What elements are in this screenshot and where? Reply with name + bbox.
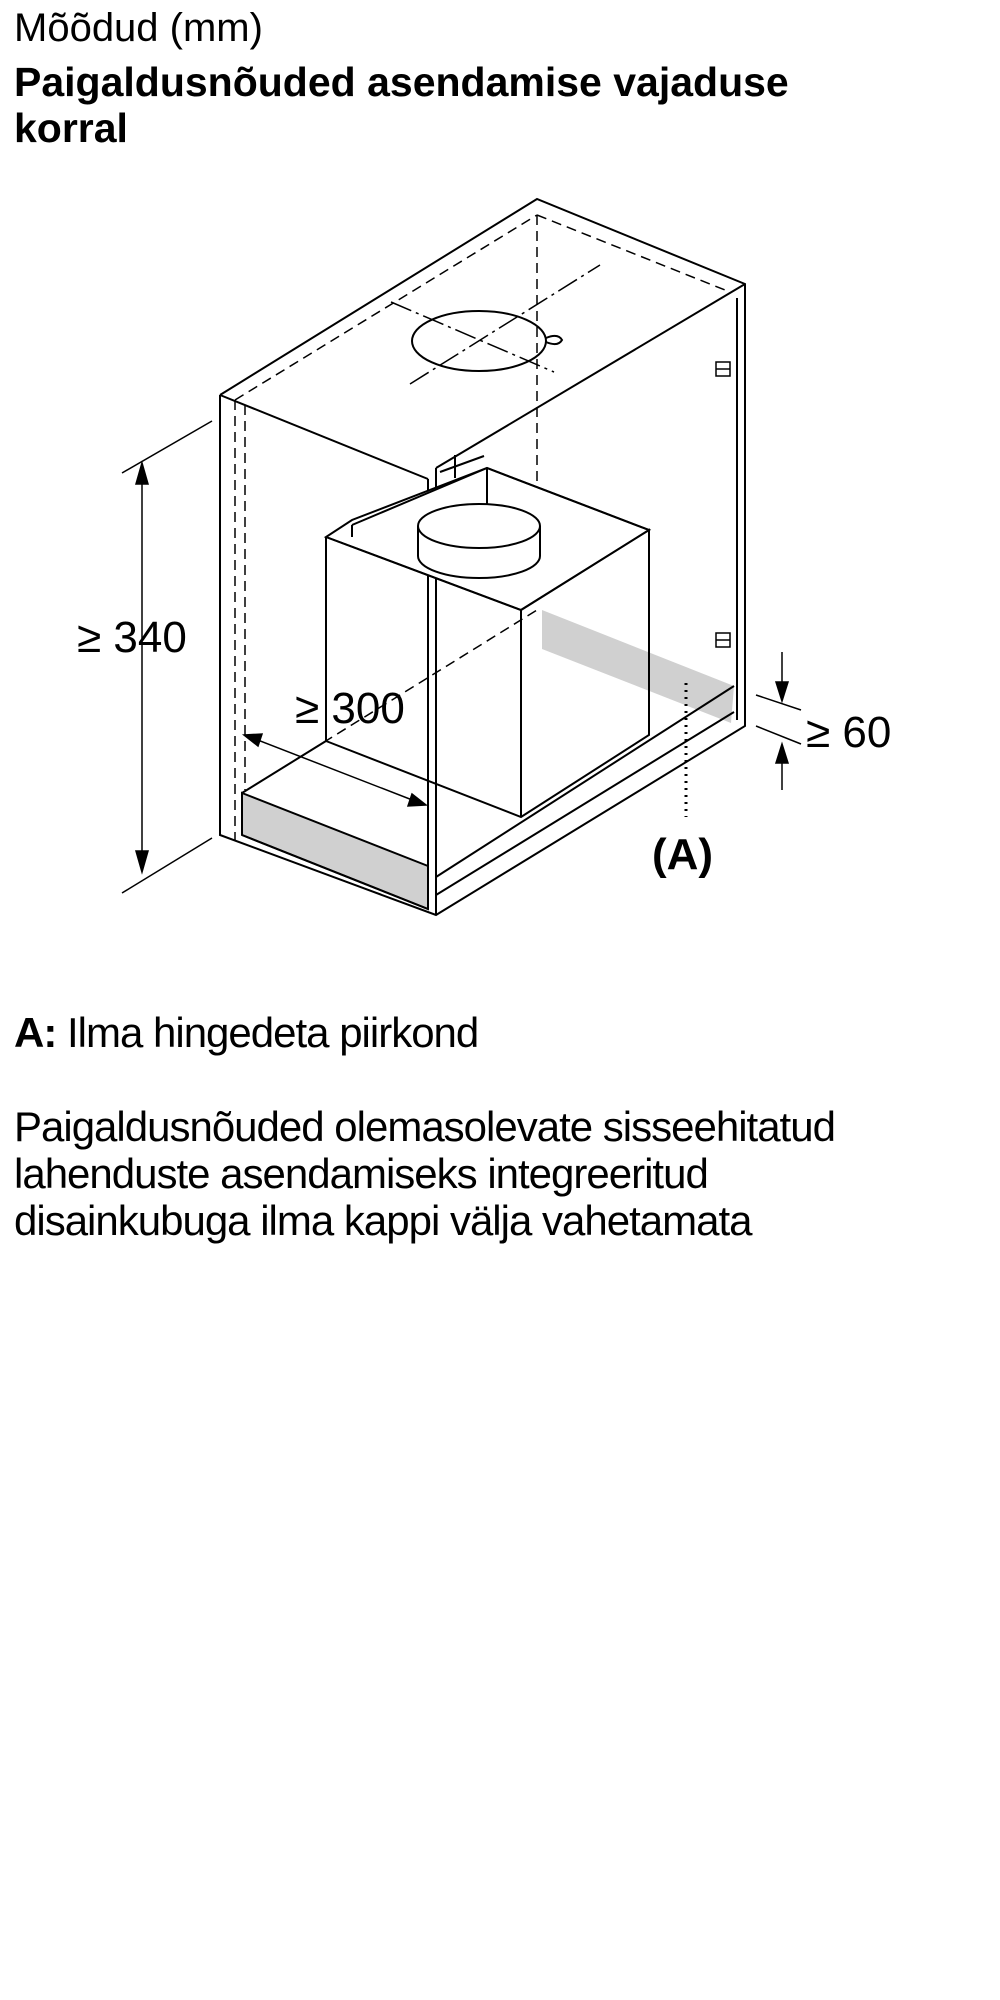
dimension-gap-label: ≥ 60	[806, 708, 891, 757]
page-title-line-1: Paigaldusnõuded asendamise vajaduse	[14, 59, 789, 105]
description-line: lahenduste asendamiseks integreeritud	[14, 1150, 709, 1197]
arrow-up-icon	[135, 460, 149, 485]
arrow-down-icon	[774, 681, 790, 704]
legend: A: Ilma hingedeta piirkond	[14, 1009, 479, 1056]
marker-a-label: (A)	[652, 830, 713, 879]
arrow-up-icon	[774, 741, 790, 764]
description-line: disainkubuga ilma kappi välja vahetamata	[14, 1197, 752, 1244]
duct-opening	[390, 264, 601, 385]
dimension-depth-label: ≥ 300	[295, 684, 405, 733]
hood-unit	[323, 466, 652, 819]
installation-diagram: ≥ 340 ≥ 300 ≥ 60 (A)	[77, 197, 891, 917]
hinge-free-zone-back	[542, 610, 734, 723]
dimension-height	[121, 420, 213, 894]
arrow-right-icon	[406, 792, 429, 807]
legend-key: A:	[14, 1009, 57, 1056]
description-line: Paigaldusnõuded olemasolevate sisseehita…	[14, 1103, 836, 1150]
hinge-free-zone-front	[241, 791, 429, 911]
arrow-down-icon	[135, 850, 149, 875]
unit-label: Mõõdud (mm)	[14, 6, 263, 50]
hinge-icon	[715, 361, 731, 377]
dimension-gap	[755, 652, 802, 790]
cabinet	[219, 197, 746, 917]
legend-text: Ilma hingedeta piirkond	[56, 1009, 479, 1056]
hinge-icon	[715, 632, 731, 648]
dimension-height-label: ≥ 340	[77, 613, 187, 662]
arrow-left-icon	[241, 733, 264, 748]
page-title-line-2: korral	[14, 105, 128, 151]
dimension-depth	[241, 733, 429, 807]
